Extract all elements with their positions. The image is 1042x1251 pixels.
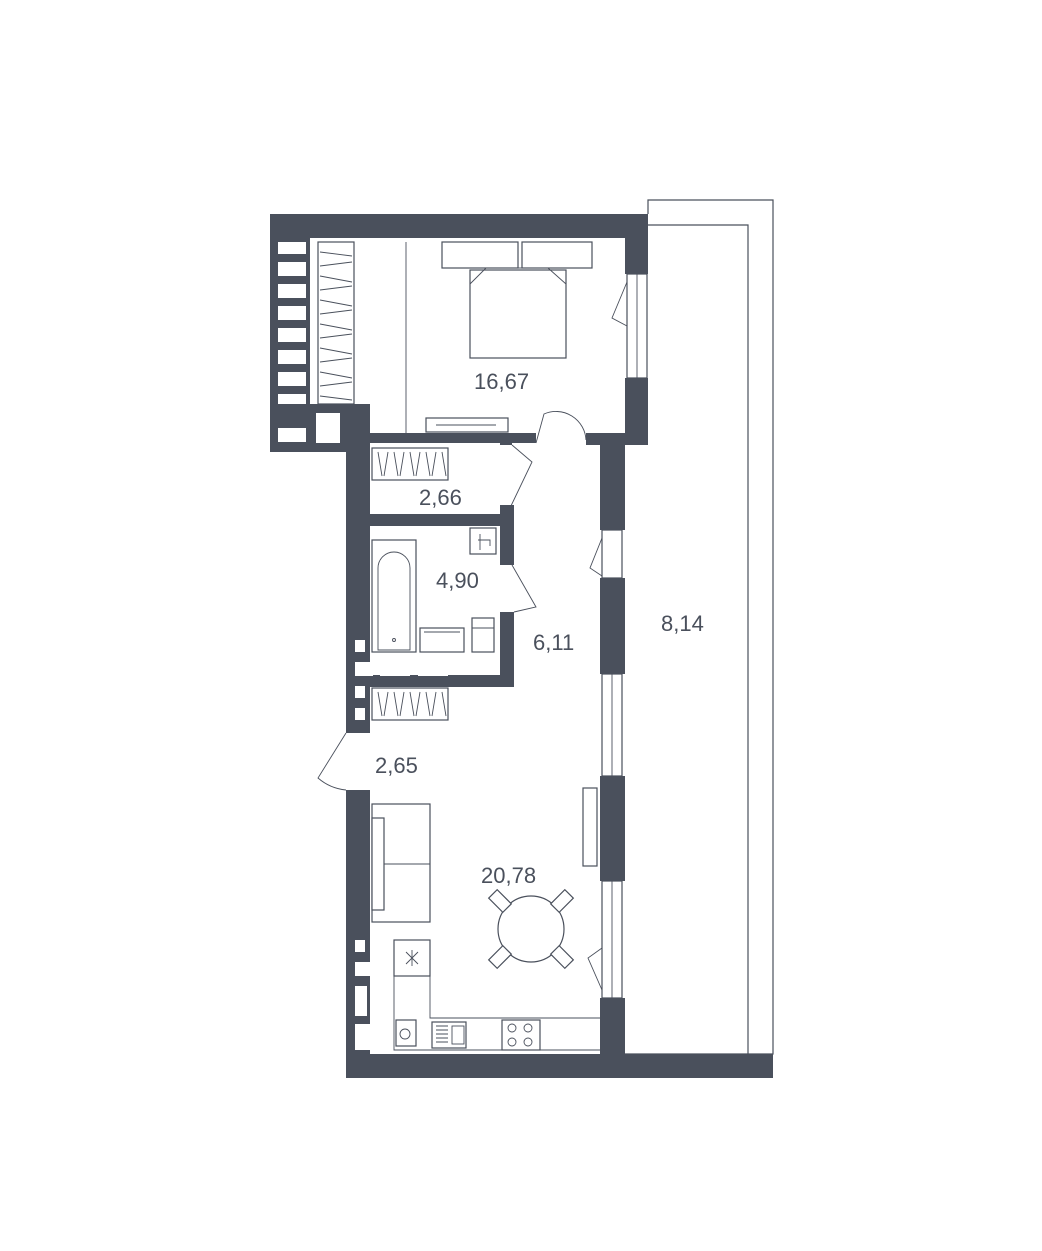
walls <box>270 214 773 1078</box>
hallway-area: 6,11 <box>533 630 574 655</box>
living-kitchen <box>371 787 623 1051</box>
storage-room <box>371 444 533 509</box>
bathroom-area: 4,90 <box>436 568 479 593</box>
entrance <box>317 529 623 791</box>
pier-cutouts <box>278 242 448 1050</box>
balcony-area: 8,14 <box>661 611 704 636</box>
bathroom <box>371 527 537 653</box>
area-labels: 16,67 2,66 4,90 6,11 2,65 20,78 8,14 <box>375 369 704 888</box>
bedroom <box>317 241 648 444</box>
entrance-area: 2,65 <box>375 753 418 778</box>
living-kitchen-area: 20,78 <box>481 863 536 888</box>
bedroom-area: 16,67 <box>474 369 529 394</box>
storage-area: 2,66 <box>419 485 462 510</box>
